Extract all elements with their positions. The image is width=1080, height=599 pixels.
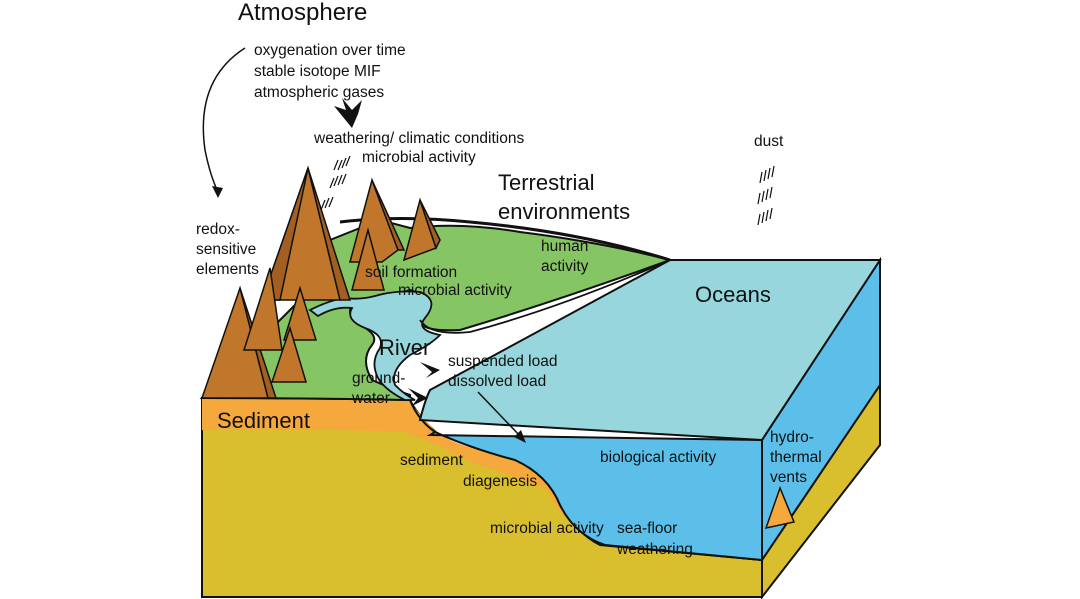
atmosphere-line-1: oxygenation over time (254, 42, 406, 59)
microbial-top-label: microbial activity (362, 149, 476, 166)
dust-label: dust (754, 133, 784, 150)
diagenesis-label: diagenesis (463, 473, 537, 490)
terrestrial-title-1: Terrestrial (498, 170, 595, 195)
biological-activity-label: biological activity (600, 449, 717, 466)
hydrothermal-vent-icon (764, 485, 796, 530)
human-activity-1: human (541, 238, 588, 255)
human-activity-2: activity (541, 258, 589, 275)
seafloor-label-1: sea-floor (617, 520, 677, 537)
suspended-load-label: suspended load (448, 353, 557, 370)
ocean-front (426, 430, 763, 562)
microbial-bottom-label: microbial activity (490, 520, 604, 537)
weathering-label: weathering/ climatic conditions (313, 130, 524, 147)
groundwater-label-2: water (351, 390, 390, 407)
river-channel (308, 290, 442, 401)
atmosphere-line-3: atmospheric gases (254, 84, 384, 101)
dissolved-load-label: dissolved load (448, 373, 546, 390)
atmosphere-title: Atmosphere (238, 0, 367, 26)
soil-formation-label: soil formation (365, 264, 457, 281)
atmosphere-to-redox-arrow (202, 47, 246, 193)
redox-label-1: redox- (196, 221, 240, 238)
sediment-title: Sediment (217, 408, 310, 433)
river-title: River (379, 335, 430, 360)
sediment-layer (202, 398, 580, 525)
mountains (200, 165, 441, 399)
hydrothermal-label-1: hydro- (770, 429, 814, 446)
redox-label-2: sensitive (196, 241, 256, 258)
soil-microbial-label: microbial activity (398, 282, 512, 299)
redox-label-3: elements (196, 261, 259, 278)
sediment-small-label: sediment (400, 452, 464, 469)
atmosphere-line-2: stable isotope MIF (254, 63, 381, 80)
dissolved-load-arrow (477, 391, 523, 439)
terrestrial-title-2: environments (498, 199, 630, 224)
hydrothermal-label-3: vents (770, 469, 807, 486)
ocean-top (418, 259, 882, 442)
groundwater-label-1: ground- (352, 370, 405, 387)
rain-marks-icon (320, 155, 351, 211)
weathering-arrow-icon (334, 98, 362, 128)
dust-marks-icon (757, 165, 775, 226)
river-arrow-icon (420, 362, 440, 378)
oceans-title: Oceans (695, 282, 771, 307)
groundwater-arrow-icon (408, 388, 428, 406)
hydrothermal-label-2: thermal (770, 449, 822, 466)
seafloor-label-2: weathering (616, 541, 693, 558)
